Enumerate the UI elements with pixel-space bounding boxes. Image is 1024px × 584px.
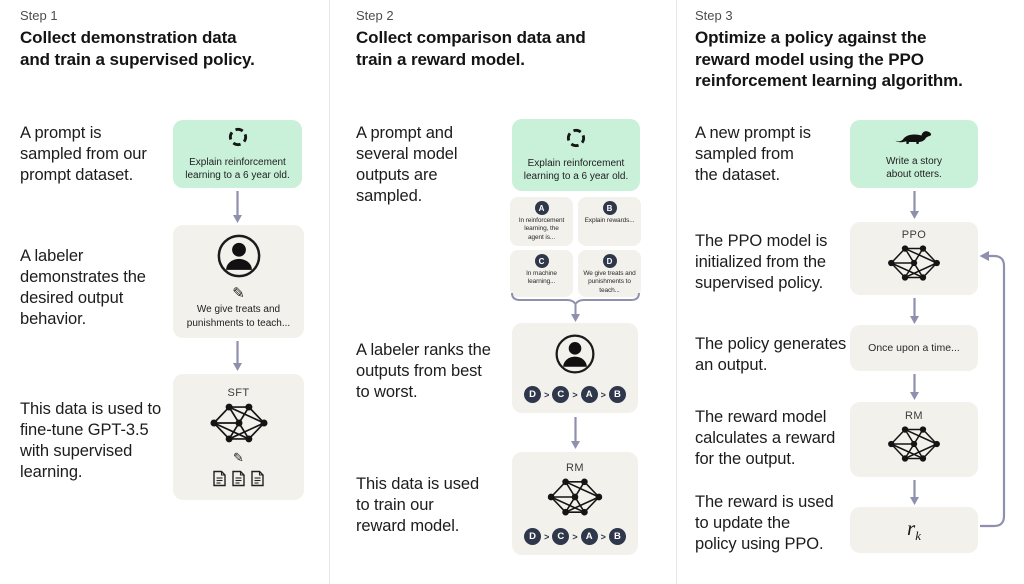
output-box: Once upon a time... [850,325,978,371]
reward-box: rk [850,507,978,553]
output-card-a: A In reinforcement learning, the agent i… [510,197,573,246]
prompt-text-3: Write a story about otters. [886,155,942,180]
letter-badge-c: C [534,254,549,268]
caption-outputs-sampled: A prompt and several model outputs are s… [356,124,458,206]
card-text-c: In machine learning... [526,270,557,286]
network-icon [886,243,942,288]
rank-separator: > [572,389,578,400]
model-label-rm: RM [905,410,923,422]
reward-symbol: rk [907,515,921,544]
sampling-icon [227,126,249,153]
labeler-note-1: We give treats and punishments to teach.… [186,304,291,329]
ppo-box: PPO [850,222,978,295]
arrow-down-icon [910,298,919,324]
brace-arrow-icon [511,292,640,322]
documents-icon [212,470,265,487]
rank-badge: A [580,528,598,545]
caption-reward-calc: The reward model calculates a reward for… [695,408,836,469]
column-title-2: Collect comparison data and train a rewa… [356,28,586,69]
rank-separator: > [600,389,606,400]
caption-labeler-ranks: A labeler ranks the outputs from best to… [356,341,491,402]
letter-badge-b: B [602,201,617,215]
prompt-text-2: Explain reinforcement learning to a 6 ye… [523,157,629,182]
rm-box-3: RM [850,402,978,477]
rank-separator: > [544,389,550,400]
output-text: Once upon a time... [868,342,960,354]
caption-train-rm: This data is used to train our reward mo… [356,475,480,536]
rank-badge: A [580,386,598,403]
column-title-1: Collect demonstration data and train a s… [20,28,255,69]
step-label-1: Step 1 [20,8,58,23]
rank-separator: > [544,531,550,542]
arrow-down-icon [571,417,580,449]
sampling-icon [565,127,587,154]
rank-badge: B [608,386,626,403]
model-label-rm: RM [566,462,584,474]
arrow-down-icon [910,374,919,400]
arrow-down-icon [910,191,919,219]
arrow-down-icon [910,480,919,505]
model-label-ppo: PPO [901,229,927,241]
doc-icon [232,470,245,487]
caption-reward-update: The reward is used to update the policy … [695,493,834,554]
output-card-b: B Explain rewards... [578,197,641,246]
model-label-sft: SFT [227,387,250,399]
ranking: D > C > A > B [524,528,626,545]
card-text-a: In reinforcement learning, the agent is.… [518,217,565,241]
column-divider-2 [676,0,677,584]
network-icon [207,401,271,450]
rank-badge: D [524,528,542,545]
rank-separator: > [600,531,606,542]
otter-icon [894,127,934,152]
caption-prompt-sampled: A prompt is sampled from our prompt data… [20,124,147,185]
column-title-3: Optimize a policy against the reward mod… [695,28,963,91]
labeler-icon [554,333,596,380]
arrow-down-icon [233,341,242,371]
caption-labeler-demo: A labeler demonstrates the desired outpu… [20,247,146,329]
arrow-down-icon [233,191,242,223]
labeler-icon [216,233,262,284]
network-icon [545,476,605,523]
labeler-box-1: ✎ We give treats and punishments to teac… [173,225,304,338]
output-card-d: D We give treats and punishments to teac… [578,250,641,297]
doc-icon [213,470,226,487]
prompt-box-3: Write a story about otters. [850,120,978,188]
card-text-b: Explain rewards... [584,217,635,224]
letter-badge-a: A [534,201,549,215]
prompt-box-1: Explain reinforcement learning to a 6 ye… [173,120,302,188]
rank-badge: D [524,386,542,403]
rm-box: RM D > C > A > B [512,452,638,555]
rank-box: D > C > A > B [512,323,638,413]
step-label-3: Step 3 [695,8,733,23]
feedback-arrow-icon [979,251,1006,528]
sft-box: SFT ✎ [173,374,304,500]
output-card-c: C In machine learning... [510,250,573,297]
pencil-icon: ✎ [232,284,245,303]
rank-separator: > [572,531,578,542]
column-divider-1 [329,0,330,584]
caption-new-prompt: A new prompt is sampled from the dataset… [695,124,811,185]
card-text-d: We give treats and punishments to teach.… [583,270,636,294]
output-cards: A In reinforcement learning, the agent i… [510,197,641,297]
caption-ppo-init: The PPO model is initialized from the su… [695,232,828,293]
ranking: D > C > A > B [524,386,626,403]
caption-generates-output: The policy generates an output. [695,335,847,375]
letter-badge-d: D [602,254,617,268]
caption-finetune: This data is used to fine-tune GPT-3.5 w… [20,400,162,482]
prompt-box-2: Explain reinforcement learning to a 6 ye… [512,119,640,191]
rank-badge: C [552,386,570,403]
doc-icon [251,470,264,487]
rank-badge: B [608,528,626,545]
network-icon [886,424,942,469]
rank-badge: C [552,528,570,545]
step-label-2: Step 2 [356,8,394,23]
prompt-text-1: Explain reinforcement learning to a 6 ye… [185,156,290,181]
pencil-icon: ✎ [233,451,244,466]
